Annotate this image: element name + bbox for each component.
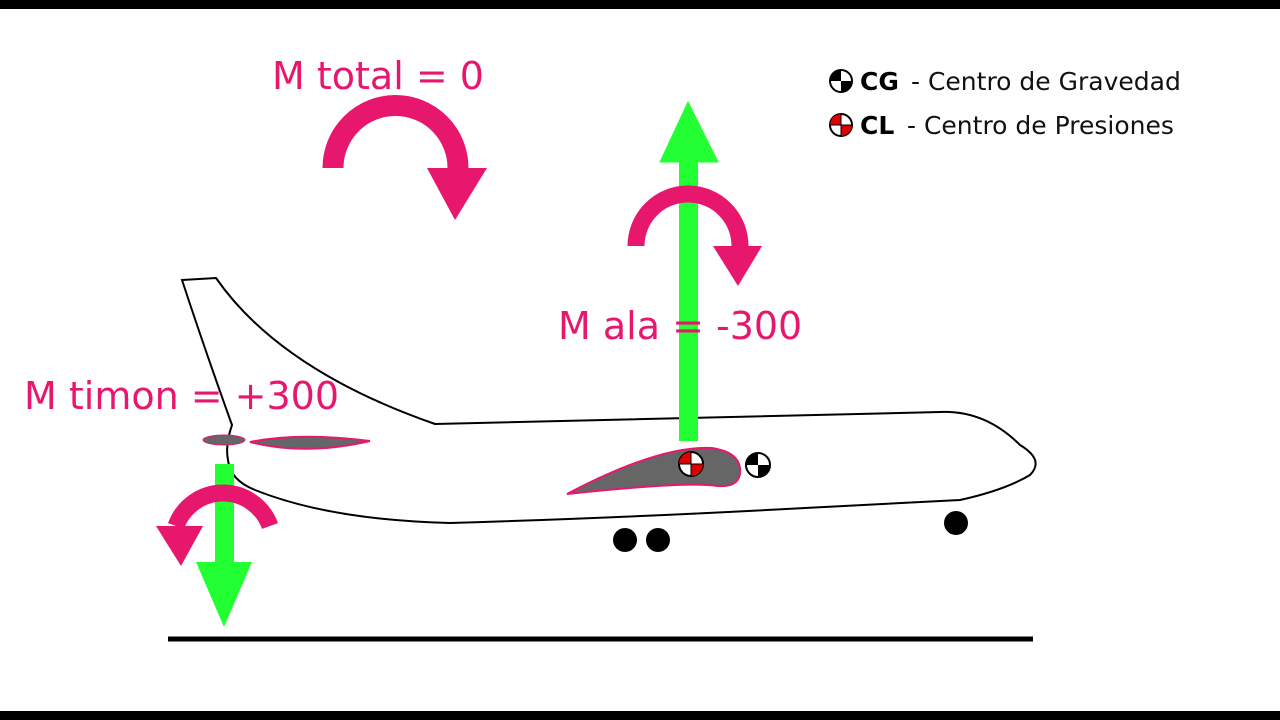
legend: CG - Centro de Gravedad CL - Centro de P… xyxy=(829,67,1181,140)
legend-item-cl: CL - Centro de Presiones xyxy=(829,111,1174,140)
tail-moment-label: M timon = +300 xyxy=(24,374,339,418)
stabilizer-near xyxy=(249,435,371,450)
legend-item-cg: CG - Centro de Gravedad xyxy=(829,67,1181,96)
wing-moment-label: M ala = -300 xyxy=(558,304,802,348)
wing-moment-arrowhead xyxy=(713,246,762,286)
total-moment-arc xyxy=(322,95,469,169)
main-wheel-left xyxy=(613,528,637,552)
legend-key-cg: CG xyxy=(860,67,899,96)
nose-wheel xyxy=(944,511,968,535)
wing-lift-shaft xyxy=(679,160,698,441)
airplane-outline xyxy=(180,276,1037,525)
legend-desc-cg: - Centro de Gravedad xyxy=(911,67,1181,96)
wing-moment-arc xyxy=(627,185,749,247)
total-moment-arrowhead xyxy=(427,168,487,220)
tail-force-arrowhead xyxy=(196,562,252,627)
stabilizer-far xyxy=(202,434,246,446)
legend-key-cl: CL xyxy=(860,111,894,140)
total-moment-label: M total = 0 xyxy=(272,54,484,98)
cg-marker-icon xyxy=(829,69,853,93)
tail-moment-arc xyxy=(168,484,278,530)
cl-marker-icon xyxy=(678,451,704,477)
wing-lift-arrowhead xyxy=(659,100,719,163)
legend-desc-cl: - Centro de Presiones xyxy=(907,111,1174,140)
tail-moment-arrowhead xyxy=(156,526,203,566)
main-wheel-right xyxy=(646,528,670,552)
cl-marker-icon xyxy=(829,113,853,137)
cg-marker-icon xyxy=(745,452,771,478)
tail-force-shaft xyxy=(215,464,234,564)
